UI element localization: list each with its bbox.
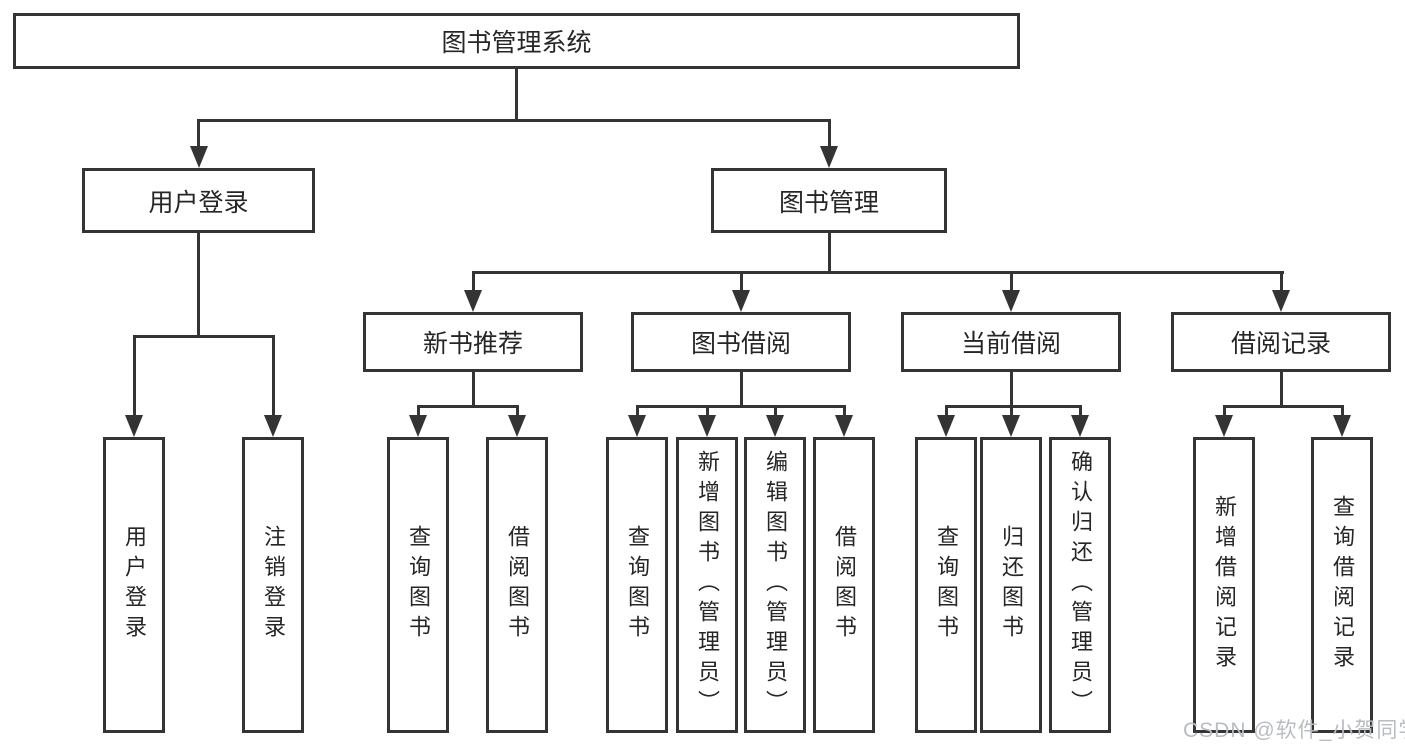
connector-user-login-trunk [197, 233, 200, 337]
node-return-books-label: 归还图书 [999, 525, 1024, 645]
arrowhead-leaf [835, 415, 853, 437]
node-logout-label: 注销登录 [261, 525, 286, 645]
connector-new-books-horizontal [417, 405, 519, 408]
arrowhead-leaf [1002, 415, 1020, 437]
connector-current-borrowing-trunk [1010, 372, 1013, 407]
node-new-book-recommend: 新书推荐 [363, 312, 583, 372]
node-query-books-borrowing: 查询图书 [606, 437, 668, 733]
node-borrowing-records-label: 借阅记录 [1230, 330, 1331, 358]
connector-current-borrowing-horizontal [945, 405, 1081, 408]
node-logout: 注销登录 [242, 437, 304, 733]
arrowhead-leaf [766, 415, 784, 437]
connector-stem-logout-leaf [272, 335, 275, 420]
connector-stem-leaf [1223, 405, 1226, 423]
arrowhead-book-management [820, 146, 838, 168]
arrowhead-leaf [508, 415, 526, 437]
node-edit-book-admin-label: 编辑图书（管理员） [763, 450, 788, 720]
node-borrow-books-borrowing-label: 借阅图书 [832, 525, 857, 645]
connector-stem-leaf [1341, 405, 1344, 423]
node-add-borrow-record: 新增借阅记录 [1193, 437, 1255, 733]
arrowhead-book-borrowing [732, 290, 750, 312]
node-query-borrow-record: 查询借阅记录 [1311, 437, 1373, 733]
arrowhead-borrowing-records [1272, 290, 1290, 312]
node-library-system-label: 图书管理系统 [441, 29, 592, 57]
connector-stem-leaf [774, 405, 777, 423]
connector-stem-book-borrowing [740, 271, 743, 296]
connector-book-borrowing-trunk [740, 372, 743, 407]
node-query-books-recommend: 查询图书 [387, 437, 449, 733]
csdn-watermark: CSDN @软件_小贺同学 [1183, 719, 1405, 742]
node-borrow-books-recommend: 借阅图书 [486, 437, 548, 733]
connector-borrowing-records-trunk [1280, 372, 1283, 407]
connector-stem-leaf [1079, 405, 1082, 423]
node-add-borrow-record-label: 新增借阅记录 [1212, 495, 1237, 675]
connector-stem-leaf [843, 405, 846, 423]
arrowhead-login-leaf [125, 415, 143, 437]
arrowhead-leaf [409, 415, 427, 437]
node-user-login-label: 用户登录 [148, 188, 249, 217]
node-library-system: 图书管理系统 [13, 13, 1020, 69]
arrowhead-leaf [1333, 415, 1351, 437]
arrowhead-current-borrowing [1002, 290, 1020, 312]
node-current-borrowing-label: 当前借阅 [960, 330, 1061, 358]
connector-stem-user-login [197, 119, 200, 152]
connector-book-borrowing-horizontal [636, 405, 846, 408]
node-book-management-label: 图书管理 [778, 188, 879, 217]
node-return-books: 归还图书 [980, 437, 1042, 733]
arrowhead-leaf [1071, 415, 1089, 437]
connector-stem-book-management [828, 119, 831, 152]
connector-book-management-horizontal [472, 271, 1284, 274]
connector-stem-leaf [1010, 405, 1013, 423]
connector-borrowing-records-horizontal [1223, 405, 1343, 408]
connector-stem-leaf [706, 405, 709, 423]
node-query-borrow-record-label: 查询借阅记录 [1330, 495, 1355, 675]
connector-root-trunk [515, 69, 518, 121]
node-confirm-return-admin: 确认归还（管理员） [1049, 437, 1111, 733]
node-user-login-leaf: 用户登录 [103, 437, 165, 733]
connector-root-horizontal [197, 119, 831, 122]
connector-stem-current-borrowing [1010, 271, 1013, 296]
arrowhead-leaf [1215, 415, 1233, 437]
connector-stem-borrowing-records [1280, 271, 1283, 296]
node-book-management: 图书管理 [711, 168, 947, 233]
node-book-borrowing: 图书借阅 [631, 312, 851, 372]
connector-stem-leaf [636, 405, 639, 423]
node-edit-book-admin: 编辑图书（管理员） [744, 437, 806, 733]
arrowhead-leaf [937, 415, 955, 437]
node-book-borrowing-label: 图书借阅 [690, 330, 791, 358]
connector-stem-login-leaf [133, 335, 136, 420]
connector-stem-new-books [472, 271, 475, 296]
connector-book-management-trunk [828, 233, 831, 274]
node-add-book-admin: 新增图书（管理员） [676, 437, 738, 733]
node-add-book-admin-label: 新增图书（管理员） [695, 450, 720, 720]
arrowhead-user-login [190, 146, 208, 168]
connector-stem-leaf [417, 405, 420, 423]
connector-user-login-horizontal [133, 335, 275, 338]
node-borrowing-records: 借阅记录 [1171, 312, 1391, 372]
node-new-book-recommend-label: 新书推荐 [422, 330, 523, 358]
node-query-books-recommend-label: 查询图书 [406, 525, 431, 645]
node-user-login-leaf-label: 用户登录 [122, 525, 147, 645]
arrowhead-leaf [698, 415, 716, 437]
connector-new-books-trunk [472, 372, 475, 407]
node-confirm-return-admin-label: 确认归还（管理员） [1068, 450, 1093, 720]
node-query-books-borrowing-label: 查询图书 [625, 525, 650, 645]
node-query-books-current: 查询图书 [915, 437, 977, 733]
arrowhead-new-books [464, 290, 482, 312]
node-query-books-current-label: 查询图书 [934, 525, 959, 645]
connector-stem-leaf [516, 405, 519, 423]
node-borrow-books-borrowing: 借阅图书 [813, 437, 875, 733]
node-borrow-books-recommend-label: 借阅图书 [505, 525, 530, 645]
arrowhead-leaf [628, 415, 646, 437]
connector-stem-leaf [945, 405, 948, 423]
arrowhead-logout-leaf [264, 415, 282, 437]
node-user-login: 用户登录 [82, 168, 315, 233]
node-current-borrowing: 当前借阅 [901, 312, 1121, 372]
